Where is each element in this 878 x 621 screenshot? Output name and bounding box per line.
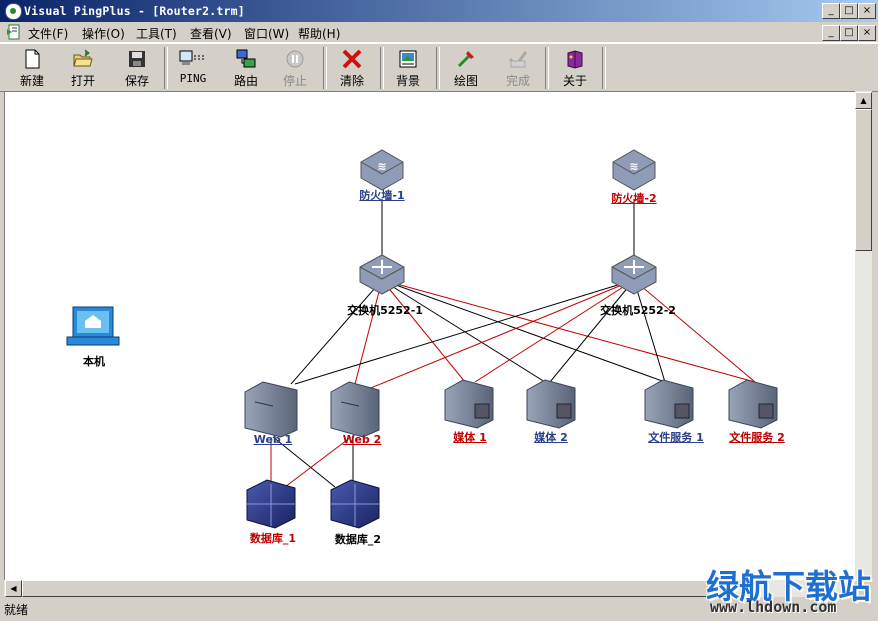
web-2-server	[330, 381, 380, 438]
draw-tool-icon	[457, 51, 474, 68]
menu-tools[interactable]: 工具(T)	[136, 27, 177, 41]
minimize-button[interactable]: _	[822, 3, 840, 19]
draw-button[interactable]: 绘图	[443, 46, 489, 88]
toolbar: 新建 打开 保存 PING 路由 停止 清除 背景 绘图 完成 关于	[0, 43, 878, 92]
web-1-server	[244, 381, 298, 438]
firewall-2-device: ≋	[612, 149, 656, 191]
finish-check-icon	[508, 51, 528, 68]
open-folder-icon	[73, 49, 93, 67]
switch-2-device	[611, 254, 657, 295]
toolbar-separator	[323, 47, 327, 89]
about-book-icon	[567, 50, 583, 69]
media-1-server	[444, 379, 494, 429]
maximize-button[interactable]: □	[840, 3, 858, 19]
file-server-1	[644, 379, 694, 429]
firewall-2-label[interactable]: 防火墙-2	[611, 192, 657, 205]
file-server-2	[728, 379, 778, 429]
stop-button[interactable]: 停止	[272, 46, 318, 88]
toolbar-separator	[602, 47, 606, 89]
web-1-label[interactable]: Web 1	[253, 433, 293, 446]
status-text: 就绪	[4, 603, 29, 617]
firewall-1-label[interactable]: 防火墙-1	[359, 189, 405, 202]
doc-close-button[interactable]: ×	[858, 25, 876, 41]
watermark-name: 绿航下载站	[706, 567, 871, 606]
watermark-logo: 绿航下载站 www.lhdown.com	[706, 560, 876, 618]
open-label: 打开	[70, 74, 95, 88]
stop-label: 停止	[282, 74, 307, 88]
network-links: ≋ ≋	[66, 149, 778, 529]
menu-view[interactable]: 查看(V)	[190, 27, 232, 41]
route-button[interactable]: 路由	[223, 46, 269, 88]
ping-label: PING	[179, 72, 207, 85]
toolbar-separator	[545, 47, 549, 89]
route-label: 路由	[233, 74, 258, 88]
new-label: 新建	[19, 74, 44, 88]
svg-text:≋: ≋	[377, 160, 386, 173]
watermark-url: www.lhdown.com	[710, 598, 837, 616]
web-2-label[interactable]: Web 2	[342, 433, 382, 446]
localhost-label[interactable]: 本机	[83, 355, 105, 368]
toolbar-separator	[380, 47, 384, 89]
draw-label: 绘图	[453, 74, 478, 88]
app-icon[interactable]	[5, 3, 22, 20]
background-icon	[399, 50, 417, 68]
clear-x-icon	[342, 49, 362, 69]
finish-button[interactable]: 完成	[495, 46, 541, 88]
database-2	[330, 479, 380, 529]
horizontal-scrollbar[interactable]: ◀	[4, 580, 855, 597]
horizontal-scroll-thumb[interactable]	[22, 580, 714, 597]
status-bar: 就绪	[0, 598, 878, 621]
switch-2-label[interactable]: 交换机5252-2	[600, 304, 676, 317]
menu-operation[interactable]: 操作(O)	[82, 27, 125, 41]
about-label: 关于	[562, 74, 587, 88]
menu-file[interactable]: 文件(F)	[28, 27, 69, 41]
save-disk-icon	[129, 51, 145, 67]
vertical-scroll-thumb[interactable]	[855, 109, 872, 251]
file-server-2-label[interactable]: 文件服务 2	[729, 431, 785, 444]
finish-label: 完成	[505, 74, 530, 88]
open-button[interactable]: 打开	[60, 46, 106, 88]
file-server-1-label[interactable]: 文件服务 1	[648, 431, 704, 444]
doc-restore-button[interactable]: □	[840, 25, 858, 41]
media-2-server	[526, 379, 576, 429]
title-bar: Visual PingPlus - [Router2.trm] _ □ ×	[0, 0, 878, 22]
stop-icon	[286, 50, 304, 68]
window-title: Visual PingPlus - [Router2.trm]	[24, 4, 245, 18]
vertical-scrollbar[interactable]: ▲	[855, 91, 872, 580]
database-2-label[interactable]: 数据库_2	[334, 533, 382, 546]
background-label: 背景	[395, 74, 420, 88]
menu-bar: 文件(F) 操作(O) 工具(T) 查看(V) 窗口(W) 帮助(H) _ □ …	[0, 22, 878, 43]
clear-label: 清除	[339, 74, 364, 88]
clear-button[interactable]: 清除	[329, 46, 375, 88]
doc-minimize-button[interactable]: _	[822, 25, 840, 41]
menu-window[interactable]: 窗口(W)	[244, 27, 290, 41]
document-icon[interactable]	[6, 24, 22, 40]
firewall-1-device: ≋	[360, 149, 404, 191]
localhost-computer	[66, 306, 120, 346]
new-button[interactable]: 新建	[9, 46, 55, 88]
svg-text:≋: ≋	[629, 160, 638, 173]
database-1-label[interactable]: 数据库_1	[249, 532, 297, 545]
media-2-label[interactable]: 媒体 2	[534, 431, 568, 444]
switch-1-label[interactable]: 交换机5252-1	[347, 304, 423, 317]
scroll-up-arrow-icon[interactable]: ▲	[855, 92, 872, 109]
menu-help[interactable]: 帮助(H)	[298, 27, 341, 41]
scroll-left-arrow-icon[interactable]: ◀	[5, 580, 22, 597]
new-file-icon	[25, 49, 40, 69]
save-button[interactable]: 保存	[114, 46, 160, 88]
about-button[interactable]: 关于	[552, 46, 598, 88]
close-button[interactable]: ×	[858, 3, 876, 19]
ping-button[interactable]: PING	[170, 46, 216, 88]
toolbar-separator	[436, 47, 440, 89]
background-button[interactable]: 背景	[385, 46, 431, 88]
media-1-label[interactable]: 媒体 1	[453, 431, 487, 444]
toolbar-separator	[164, 47, 168, 89]
route-icon	[236, 49, 256, 68]
save-label: 保存	[124, 74, 149, 88]
network-canvas[interactable]: ≋ ≋	[4, 91, 857, 581]
database-1	[246, 479, 296, 529]
ping-monitor-icon	[179, 50, 206, 65]
switch-1-device	[359, 254, 405, 295]
